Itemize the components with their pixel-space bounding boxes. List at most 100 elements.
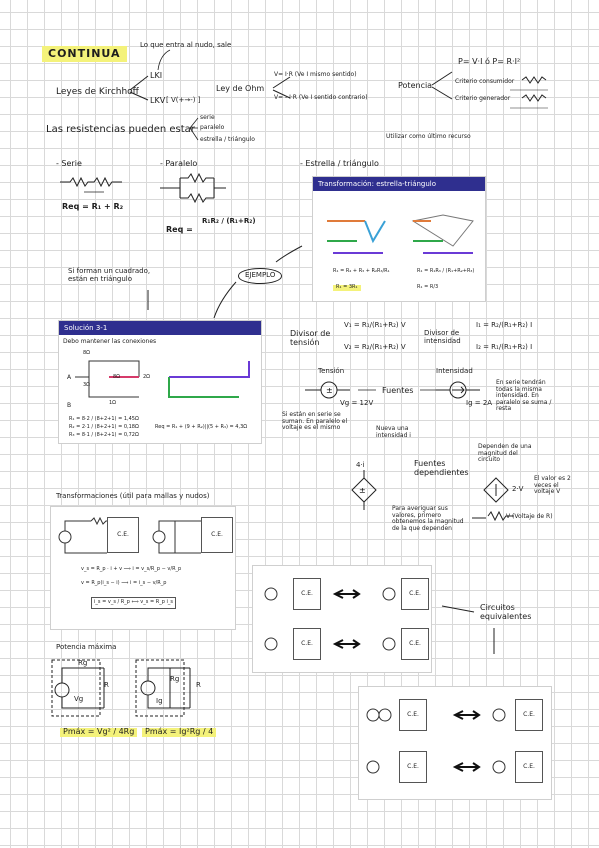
ohm-heading: Ley de Ohm (216, 84, 265, 93)
sol-req: Req = R₁ + (9 + R₂)||(5 + R₃) = 4,3Ω (155, 424, 248, 430)
serie-label: - Serie (56, 159, 82, 168)
slide-star-header: Transformación: estrella-triángulo (313, 177, 485, 191)
sol-eq-2: R₂ = 2·1 / (8+2+1) = 0,18Ω (69, 424, 139, 430)
serie-formula: Req = R₁ + R₂ (62, 202, 124, 211)
resistencias-item-serie: serie (200, 114, 215, 121)
ohm-line-2: V= - I·R (Ve I sentido contrario) (274, 94, 368, 101)
slide-star-triangle: Transformación: estrella-triángulo R₁ = … (312, 176, 486, 302)
star-triangle-diagram (327, 214, 474, 254)
criterio-consumidor: Criterio consumidor (455, 78, 515, 85)
pmax-formula-2: Pmáx = Ig²Rg / 4 (142, 727, 217, 737)
slide-sol-subtitle: Debo mantener las conexiones (63, 338, 157, 345)
paralelo-req: Req = (166, 225, 193, 234)
eq2-ce-a: C.E. (399, 699, 427, 731)
transform-eq-1: v_s = R_p · i + v ⟹ i = v_s/R_p − v/R_p (81, 566, 182, 572)
transformaciones-heading: Transformaciones (útil para mallas y nud… (56, 492, 210, 500)
fuente-ig: Ig = 2A (466, 399, 493, 407)
eq1-ce-c: C.E. (401, 578, 429, 610)
dependientes-2v: 2·V (512, 485, 524, 493)
divisor-i1: I₁ = R₂/(R₁+R₂) I (476, 321, 533, 329)
equivalentes-heading: Circuitos equivalentes (480, 603, 532, 621)
pmax-r-label-1: R (104, 681, 109, 689)
eq2-ce-c: C.E. (515, 699, 543, 731)
pmax-ig-label: Ig (156, 697, 163, 705)
divisor-v1: V₁ = R₁/(R₁+R₂) V (344, 321, 406, 329)
fuente-intensidad-label: Intensidad (436, 367, 473, 375)
eq1-ce-d: C.E. (401, 628, 429, 660)
equivalentes-2-diagram (366, 708, 506, 774)
eq2-ce-b: C.E. (399, 751, 427, 783)
pmax-rg-label-2: Rg (170, 675, 180, 683)
lki-label: LKI (150, 71, 163, 80)
pmax-vg-label: Vg (74, 695, 84, 703)
pmax-rg-label-1: Rg (78, 659, 88, 667)
fuente-tension-note: Si están en serie se suman. En paralelo … (282, 411, 348, 432)
dependientes-vlabel: V (Voltaje de R) (506, 513, 553, 520)
lkv-note: [ V(+→-) ] (166, 96, 201, 104)
sol-eq-3: R₃ = 8·1 / (8+2+1) = 0,72Ω (69, 432, 139, 438)
lkv-label: LKV (150, 96, 166, 105)
transform-eq-2: v = R_p(i_s − i) ⟹ i = i_s − v/R_p (81, 580, 167, 586)
ejemplo-bubble: EJEMPLO (238, 268, 283, 284)
paralelo-formula: R₁R₂ / (R₁+R₂) (202, 217, 256, 225)
dependientes-formula: 4·i (356, 461, 365, 469)
resistencias-heading: Las resistencias pueden estar (46, 124, 195, 135)
divisor-v2: V₂ = R₂/(R₁+R₂) V (344, 343, 406, 351)
slide-equivalentes-2: C.E. C.E. C.E. C.E. (358, 686, 552, 800)
resistencias-item-estrella: estrella / triángulo (200, 136, 255, 143)
divisor-intensidad-heading: Divisor de intensidad (424, 329, 461, 345)
note-cuadrado: Si forman un cuadrado, están en triángul… (68, 267, 151, 283)
kirchhoff-heading: Leyes de Kirchhoff (56, 87, 139, 97)
fuentes-heading: Fuentes (382, 386, 414, 395)
sol-label-1: 1Ω (109, 400, 117, 406)
pmax-heading: Potencia máxima (56, 643, 117, 651)
star-eq-3: R₁ = R/3 (417, 284, 439, 290)
sol-label-2: 2Ω (143, 374, 151, 380)
dependientes-note-1: Nueva una intensidad i (376, 425, 411, 439)
sol-label-8a: 8Ω (83, 350, 91, 356)
estrella-note: Utilizar como último recurso (386, 133, 471, 140)
lki-note: Lo que entra al nudo, sale (140, 41, 232, 49)
pmax-r-label-2: R (196, 681, 201, 689)
dependientes-heading: Fuentes dependientes (414, 459, 469, 477)
ohm-line-1: V= I·R (Ve I mismo sentido) (274, 71, 357, 78)
sol-label-3: 3Ω (83, 382, 91, 388)
slide-transformaciones: C.E. C.E. v_s = R_p · i + v ⟹ i = v_s/R_… (50, 506, 236, 630)
fuente-vg: Vg = 12V (340, 399, 374, 407)
divisor-tension-heading: Divisor de tensión (290, 329, 331, 347)
eq1-ce-b: C.E. (293, 628, 321, 660)
fuente-intensidad-note: En serie tendrán todas la misma intensid… (496, 379, 552, 413)
slide-sol-header: Solución 3-1 (59, 321, 261, 335)
page-title: CONTINUA (42, 46, 127, 63)
eq1-ce-a: C.E. (293, 578, 321, 610)
paralelo-label: - Paralelo (160, 159, 198, 168)
star-highlight: R₁ = 3R₁ (333, 284, 361, 291)
star-eq-1: R₁ = R₂ + R₃ + R₂R₃/R₁ (333, 268, 390, 274)
equivalentes-1-diagram (264, 587, 396, 651)
ce-box-2: C.E. (201, 517, 233, 553)
svg-text:±: ± (359, 486, 366, 495)
dependientes-note-2: Dependen de una magnitud del circuito (478, 443, 532, 464)
estrella-label: - Estrella / triángulo (300, 159, 379, 168)
solucion-circuit (75, 360, 250, 398)
dependientes-note-3: Para averiguar sus valores, primero obte… (392, 505, 464, 532)
sol-node-a: A (67, 374, 72, 381)
ce-box-1: C.E. (107, 517, 139, 553)
transform-eq-3: i_s = v_s / R_p ⟺ v_s = R_p i_s (91, 597, 176, 609)
potencia-formula: P= V·I ó P= R·I² (458, 57, 521, 66)
potencia-heading: Potencia (398, 81, 433, 90)
slide-solucion: Solución 3-1 Debo mantener las conexione… (58, 320, 262, 444)
eq2-ce-d: C.E. (515, 751, 543, 783)
pmax-formula-1: Pmáx = Vg² / 4Rg (60, 727, 138, 737)
resistencias-item-paralelo: paralelo (200, 124, 225, 131)
fuente-tension-label: Tensión (318, 367, 345, 375)
divisor-i2: I₂ = R₁/(R₁+R₂) I (476, 343, 533, 351)
transform-circuits (58, 516, 201, 554)
